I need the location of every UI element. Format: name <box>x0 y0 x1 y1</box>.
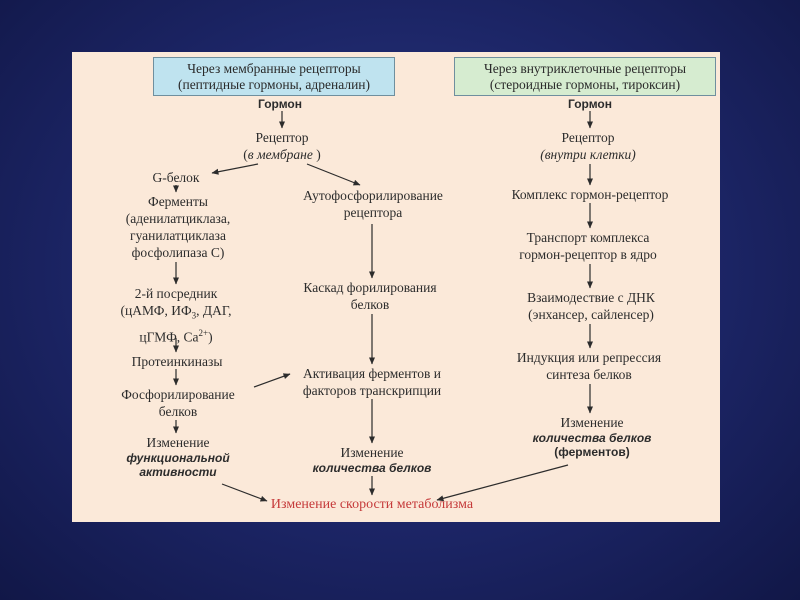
autophosphorylation-node: Аутофосфорилирование рецептора <box>303 187 443 221</box>
flow-arrows <box>173 111 593 502</box>
membrane-receptors-header: Через мембранные рецепторы (пептидные го… <box>153 57 395 96</box>
hormone-receptor-complex: Комплекс гормон-рецептор <box>511 187 669 202</box>
protein-phosphorylation-line2: белков <box>158 404 198 419</box>
right-change-label: Изменение <box>560 415 624 430</box>
transport-line1: Транспорт комплекса <box>526 230 650 245</box>
cascade-line1: Каскад форилирования <box>303 280 437 295</box>
functional-change-emph-line2: активности <box>139 465 217 479</box>
protein-phosphorylation-node: Фосфорилирование белков <box>121 386 234 420</box>
intracellular-header-line2: (стероидные гормоны, тироксин) <box>489 77 681 92</box>
right-receptor-location: (внутри клетки) <box>540 147 636 162</box>
complex-transport-node: Транспорт комплекса гормон-рецептор в яд… <box>519 229 657 263</box>
right-change-sub: (ферментов) <box>554 445 630 459</box>
intracellular-header-line1: Через внутриклеточные рецепторы <box>483 61 687 76</box>
arrow-phosphorylation-activation <box>253 373 291 388</box>
protein-kinases: Протеинкиназы <box>131 354 223 369</box>
protein-amount-change-right-node: Изменение количества белков (ферментов) <box>533 414 652 460</box>
autophosphorylation-line2: рецептора <box>343 205 403 220</box>
arrow-right-change-result <box>436 464 569 502</box>
membrane-header-line1: Через мембранные рецепторы <box>187 61 361 76</box>
left-receptor-node: Рецептор (в мембране ) <box>243 129 320 163</box>
second-messenger-line1: 2-й посредник <box>134 286 218 301</box>
enzymes-node: Ферменты (аденилатциклаза, гуанилатцикла… <box>126 193 231 261</box>
second-messenger-line2: (цАМФ, ИФ3, ДАГ, <box>120 303 232 321</box>
arrow-receptor-gprotein <box>211 163 259 175</box>
functional-change-emph-line1: функциональной <box>126 451 230 465</box>
enzymes-line1: Ферменты <box>148 194 208 209</box>
enzymes-line3: гуанилатциклаза <box>130 228 226 243</box>
arrow-functional-result <box>221 483 268 502</box>
functional-change-label: Изменение <box>146 435 210 450</box>
dna-interaction-line2: (энхансер, сайленсер) <box>528 307 654 322</box>
membrane-header-line2: (пептидные гормоны, адреналин) <box>177 77 371 92</box>
dna-interaction-node: Взаимодествие с ДНК (энхансер, сайленсер… <box>527 289 655 323</box>
diagram-card: Через мембранные рецепторы (пептидные го… <box>72 52 720 522</box>
transport-line2: гормон-рецептор в ядро <box>519 247 657 262</box>
right-change-emph: количества белков <box>532 431 652 445</box>
middle-change-emph: количества белков <box>312 461 432 475</box>
second-messenger-line3: цГМФ, Са2+) <box>139 327 213 345</box>
middle-change-label: Изменение <box>340 445 404 460</box>
right-hormone: Гормон <box>567 97 613 111</box>
protein-amount-change-middle-node: Изменение количества белков <box>313 444 432 475</box>
dna-interaction-line1: Взаимодествие с ДНК <box>527 290 655 305</box>
arrow-receptor-autophos <box>306 163 361 186</box>
metabolism-rate-change: Изменение скорости метаболизма <box>270 497 474 512</box>
cascade-line2: белков <box>350 297 390 312</box>
left-hormone: Гормон <box>257 97 303 111</box>
right-receptor-label: Рецептор <box>561 130 615 145</box>
intracellular-receptors-header: Через внутриклеточные рецепторы (стероид… <box>454 57 716 96</box>
activation-line2: факторов транскрипции <box>302 383 442 398</box>
induction-repression-node: Индукция или репрессия синтеза белков <box>517 349 661 383</box>
enzyme-activation-node: Активация ферментов и факторов транскрип… <box>303 365 441 399</box>
protein-phosphorylation-line1: Фосфорилирование <box>121 387 235 402</box>
functional-activity-change-node: Изменение функциональной активности <box>126 434 229 479</box>
induction-line2: синтеза белков <box>546 367 632 382</box>
right-receptor-node: Рецептор (внутри клетки) <box>540 129 636 163</box>
enzymes-line2: (аденилатциклаза, <box>125 211 231 226</box>
enzymes-line4: фосфолипаза С) <box>131 245 225 260</box>
left-receptor-location: (в мембране ) <box>243 147 321 162</box>
g-protein: G-белок <box>152 170 200 185</box>
autophosphorylation-line1: Аутофосфорилирование <box>303 188 443 203</box>
second-messenger-node: 2-й посредник (цАМФ, ИФ3, ДАГ, цГМФ, Са2… <box>120 285 231 345</box>
induction-line1: Индукция или репрессия <box>516 350 662 365</box>
activation-line1: Активация ферментов и <box>303 366 441 381</box>
left-receptor-label: Рецептор <box>255 130 309 145</box>
phosphorylation-cascade-node: Каскад форилирования белков <box>303 279 436 313</box>
